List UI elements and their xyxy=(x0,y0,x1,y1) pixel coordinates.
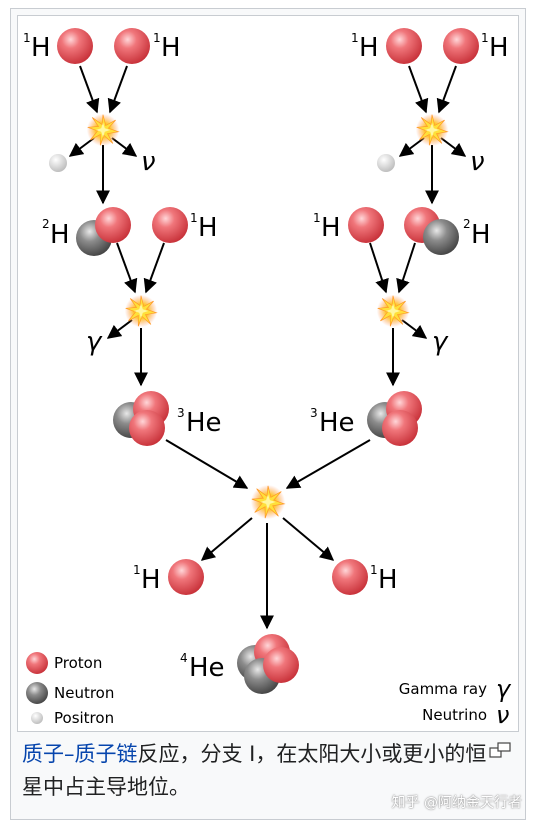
isotope-label: H xyxy=(471,220,491,250)
proton-particle xyxy=(263,647,299,683)
proton-particle xyxy=(95,207,131,243)
legend-neutron-icon xyxy=(26,682,48,704)
mass-number: 1 xyxy=(313,211,321,225)
particles xyxy=(26,28,479,724)
mass-number: 1 xyxy=(370,563,378,577)
fusion-flash-icon xyxy=(415,113,449,147)
mass-number: 4 xyxy=(180,651,188,665)
arrow xyxy=(408,65,429,114)
arrow xyxy=(116,242,138,294)
mass-number: 1 xyxy=(481,31,489,45)
isotope-label: H xyxy=(161,33,181,63)
gamma-symbol: γ xyxy=(432,327,449,357)
arrow xyxy=(200,517,253,561)
legend-gamma-symbol: γ xyxy=(496,675,512,703)
neutrino-symbol: ν xyxy=(141,147,156,177)
mass-number: 2 xyxy=(463,217,471,231)
arrow xyxy=(106,319,133,339)
isotope-label: H xyxy=(321,213,341,243)
isotope-label: H xyxy=(489,33,509,63)
mass-number: 2 xyxy=(42,217,50,231)
isotope-label: H xyxy=(31,33,51,63)
proton-particle xyxy=(348,207,384,243)
isotope-labels: 1 H 1 H 1 H 1 H 2 H 1 H 1 H 2 H 3 He 3 H… xyxy=(23,31,509,683)
arrow xyxy=(165,439,249,489)
legend-gamma-label: Gamma ray xyxy=(399,680,487,698)
arrow xyxy=(401,319,428,339)
arrow xyxy=(369,242,389,294)
fusion-flash-icon xyxy=(124,294,158,328)
proton-particle xyxy=(152,207,188,243)
caption-link[interactable]: 质子–质子链 xyxy=(22,742,138,766)
mass-number: 1 xyxy=(351,31,359,45)
figure-caption: 质子–质子链反应，分支 I，在太阳大小或更小的恒星中占主导地位。 xyxy=(22,738,492,804)
enlarge-icon[interactable] xyxy=(489,742,511,758)
arrow xyxy=(68,137,95,157)
isotope-label: H xyxy=(198,213,218,243)
mass-number: 3 xyxy=(177,406,185,420)
isotope-label: H xyxy=(359,33,379,63)
arrow xyxy=(285,439,371,489)
mass-number: 1 xyxy=(23,31,31,45)
fusion-flash-icon xyxy=(86,113,120,147)
fusion-flash-icon xyxy=(376,294,410,328)
proton-particle xyxy=(114,28,150,64)
arrow xyxy=(398,137,425,157)
arrow xyxy=(440,137,467,157)
neutron-particle xyxy=(423,219,459,255)
arrow xyxy=(436,65,457,114)
arrow xyxy=(107,65,128,114)
proton-particle xyxy=(386,28,422,64)
emission-symbols: ν ν γ γ γ ν xyxy=(86,147,512,729)
proton-particle xyxy=(168,559,204,595)
proton-particle xyxy=(332,559,368,595)
legend: Proton Neutron Positron Gamma ray Neutri… xyxy=(54,654,487,727)
legend-neutron-label: Neutron xyxy=(54,684,114,702)
mass-number: 1 xyxy=(190,211,198,225)
arrow xyxy=(79,65,100,114)
positron-particle xyxy=(49,154,67,172)
legend-neutrino-symbol: ν xyxy=(496,701,509,729)
arrow xyxy=(143,242,165,294)
reaction-arrows xyxy=(68,65,467,630)
proton-particle xyxy=(57,28,93,64)
arrow xyxy=(282,517,335,561)
neutrino-symbol: ν xyxy=(470,147,485,177)
arrow xyxy=(111,137,138,157)
isotope-label: He xyxy=(186,408,222,438)
legend-neutrino-label: Neutrino xyxy=(422,706,487,724)
isotope-label: H xyxy=(50,220,70,250)
legend-proton-icon xyxy=(26,652,48,674)
mass-number: 1 xyxy=(133,563,141,577)
proton-particle xyxy=(443,28,479,64)
legend-proton-label: Proton xyxy=(54,654,102,672)
legend-positron-label: Positron xyxy=(54,709,114,727)
proton-particle xyxy=(382,410,418,446)
arrow xyxy=(396,242,416,294)
legend-positron-icon xyxy=(31,712,43,724)
fusion-flash-icon xyxy=(250,484,286,520)
mass-number: 3 xyxy=(310,406,318,420)
gamma-symbol: γ xyxy=(86,327,103,357)
isotope-label: He xyxy=(189,653,225,683)
watermark: 知乎 @阿纳金天行者 xyxy=(391,795,522,811)
isotope-label: H xyxy=(141,565,161,595)
mass-number: 1 xyxy=(153,31,161,45)
caption-text: 反应，分支 I，在太阳大小或更小的恒星中占主导地位。 xyxy=(22,742,487,799)
proton-particle xyxy=(129,410,165,446)
isotope-label: H xyxy=(378,565,398,595)
isotope-label: He xyxy=(319,408,355,438)
positron-particle xyxy=(377,154,395,172)
